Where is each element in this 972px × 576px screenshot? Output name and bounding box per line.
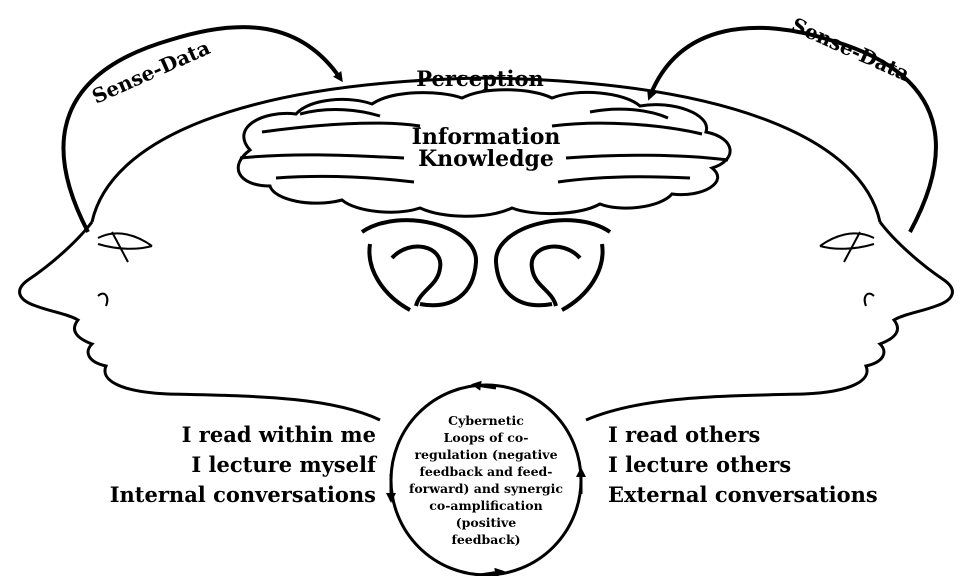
loop-arrow-top	[471, 380, 497, 391]
sense-data-right-label: Sense-Data	[788, 13, 913, 86]
right-list-item: I lecture others	[608, 452, 792, 477]
loop-text-line: feedback and feed-	[419, 464, 553, 479]
left-list-item: I lecture myself	[191, 452, 376, 477]
left-list-item: Internal conversations	[109, 482, 376, 507]
left-ear	[360, 218, 479, 312]
information-label: Information	[412, 124, 561, 150]
perception-label: Perception	[416, 66, 543, 91]
loop-arrow-bottom	[479, 567, 505, 576]
right-eye	[819, 231, 875, 263]
right-conversation-list: I read others I lecture others External …	[608, 420, 908, 510]
left-face-profile	[18, 221, 381, 422]
right-face-profile	[585, 221, 954, 422]
loop-text-line: feedback)	[451, 532, 521, 547]
skull-outline	[90, 76, 882, 223]
brain-folds	[239, 107, 729, 184]
right-sense-arrow	[647, 25, 938, 233]
loop-text-line: (positive	[455, 515, 517, 530]
left-sense-arrow	[61, 25, 343, 233]
loop-text-line: Cybernetic	[448, 413, 524, 428]
right-list-item: External conversations	[608, 482, 878, 507]
right-ear	[493, 218, 612, 312]
brain-cloud	[236, 88, 732, 218]
loop-text-line: co-amplification	[429, 498, 543, 513]
loop-text-line: Loops of co-	[443, 430, 529, 445]
left-eye	[97, 231, 153, 263]
loop-text-line: regulation (negative	[414, 447, 558, 462]
left-conversation-list: I read within me I lecture myself Intern…	[96, 420, 376, 510]
knowledge-label: Knowledge	[418, 146, 554, 172]
cybernetic-loop-text: Cybernetic Loops of co- regulation (nega…	[398, 401, 574, 559]
right-nostril	[863, 292, 875, 307]
left-nostril	[97, 292, 109, 307]
loop-text-line: forward) and synergic	[408, 481, 564, 496]
right-list-item: I read others	[608, 422, 761, 447]
left-list-item: I read within me	[181, 422, 376, 447]
